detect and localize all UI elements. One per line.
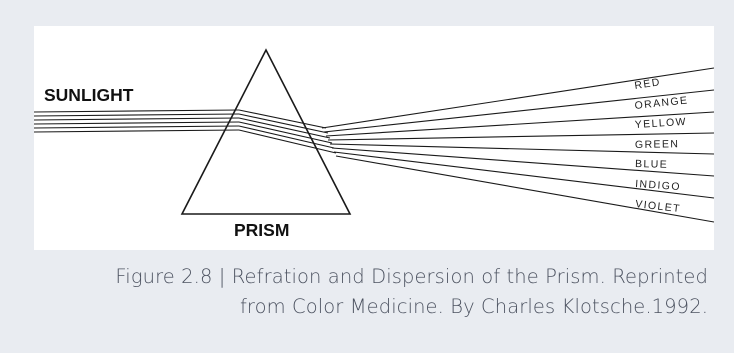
incoming-light-beam (34, 110, 239, 132)
incoming-ray (34, 110, 239, 112)
caption-line-2: from Color Medicine. By Charles Klotsche… (18, 292, 708, 322)
refracted-ray (239, 126, 334, 148)
figure-caption: Figure 2.8 | Refration and Dispersion of… (18, 262, 708, 322)
color-label-violet: VIOLET (635, 198, 682, 215)
incoming-ray (34, 118, 239, 120)
prism-diagram: SUNLIGHT PRISM RED ORANGE YELLOW GREEN B… (34, 26, 714, 250)
prism-label: PRISM (234, 220, 289, 240)
refracted-ray (239, 122, 332, 143)
refracted-ray (239, 114, 328, 133)
refracted-rays (239, 110, 336, 153)
color-label-indigo: INDIGO (635, 178, 681, 193)
incoming-ray (34, 114, 239, 116)
color-label-orange: ORANGE (634, 94, 689, 112)
color-label-blue: BLUE (635, 158, 668, 171)
color-label-yellow: YELLOW (634, 116, 687, 131)
refracted-ray (239, 118, 330, 138)
sunlight-label: SUNLIGHT (44, 85, 134, 105)
color-label-green: GREEN (635, 138, 680, 151)
incoming-ray (34, 130, 239, 132)
caption-line-1: Figure 2.8 | Refration and Dispersion of… (18, 262, 708, 292)
prism-diagram-svg: SUNLIGHT PRISM RED ORANGE YELLOW GREEN B… (34, 26, 714, 250)
incoming-ray (34, 126, 239, 128)
incoming-ray (34, 122, 239, 124)
color-label-red: RED (634, 76, 662, 92)
